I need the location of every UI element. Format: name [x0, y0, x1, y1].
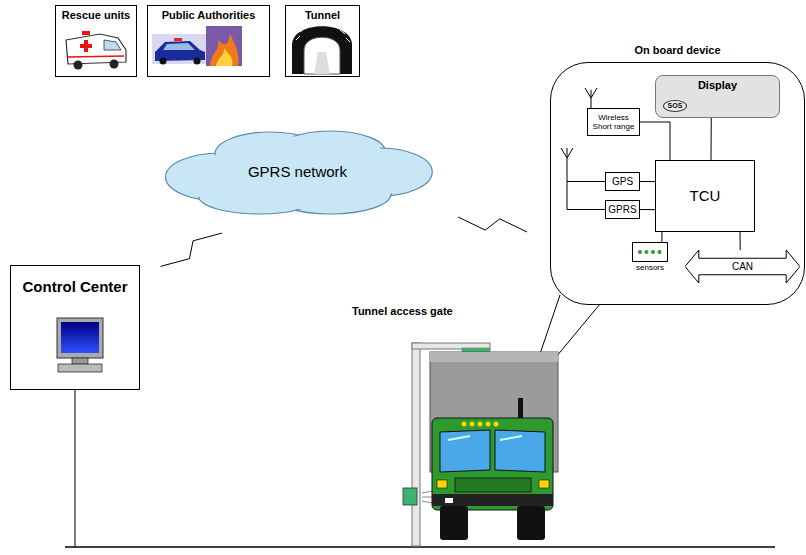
- node-text: TCU: [690, 187, 721, 204]
- node-text: CAN: [732, 261, 753, 273]
- tcu-box: TCU: [655, 160, 755, 232]
- tunnel-icon: [292, 26, 352, 74]
- can-bus-arrow: CAN: [685, 250, 800, 283]
- node-text: Wireless Short range: [590, 113, 637, 131]
- wireless-link: [161, 233, 223, 266]
- box: Control Center: [10, 265, 140, 390]
- node-text: Rescue units: [62, 9, 130, 22]
- truck: [430, 352, 558, 540]
- node-text: Control Center: [23, 278, 128, 295]
- node-text: GPRS: [608, 204, 636, 216]
- monitor-icon: [57, 318, 103, 372]
- node-text: Tunnel: [305, 9, 340, 22]
- sos-button: SOS: [663, 100, 687, 112]
- node-text: SOS: [668, 102, 683, 110]
- gprs-box: GPRS: [605, 200, 640, 219]
- box: Rescue units: [55, 5, 137, 77]
- caption-label: Tunnel access gate: [352, 305, 453, 317]
- callout-bubble: On board deviceDisplaySOSWireless Short …: [550, 62, 805, 305]
- sensor-box: sensors: [632, 242, 668, 262]
- network-wire: [75, 390, 76, 547]
- node-text: On board device: [634, 44, 720, 57]
- sensor-leds: [638, 250, 662, 254]
- gps-box: GPS: [605, 172, 640, 191]
- node-text: sensors: [636, 263, 664, 272]
- wire-connector: [740, 232, 741, 250]
- wireless-box: Wireless Short range: [587, 108, 640, 136]
- box: Tunnel: [285, 5, 360, 77]
- police-car-icon: [152, 34, 206, 65]
- node-text: Display: [698, 79, 737, 92]
- wireless-link: [458, 217, 527, 232]
- wire-connector: [640, 209, 655, 210]
- node-text: Public Authorities: [162, 9, 256, 22]
- node-text: GPS: [612, 176, 633, 188]
- wire-connector: [711, 118, 712, 160]
- display-box: DisplaySOS: [655, 75, 780, 118]
- node-text: GPRS network: [248, 163, 347, 180]
- wire-connector: [640, 181, 655, 182]
- wire-connector: [640, 122, 670, 160]
- wire-connector: [661, 232, 662, 242]
- network-cloud: GPRS network: [160, 122, 435, 222]
- ambulance-icon: [66, 31, 126, 70]
- fire-icon: [206, 26, 242, 66]
- box: Public Authorities: [147, 5, 270, 77]
- antenna-wiring: [561, 88, 605, 210]
